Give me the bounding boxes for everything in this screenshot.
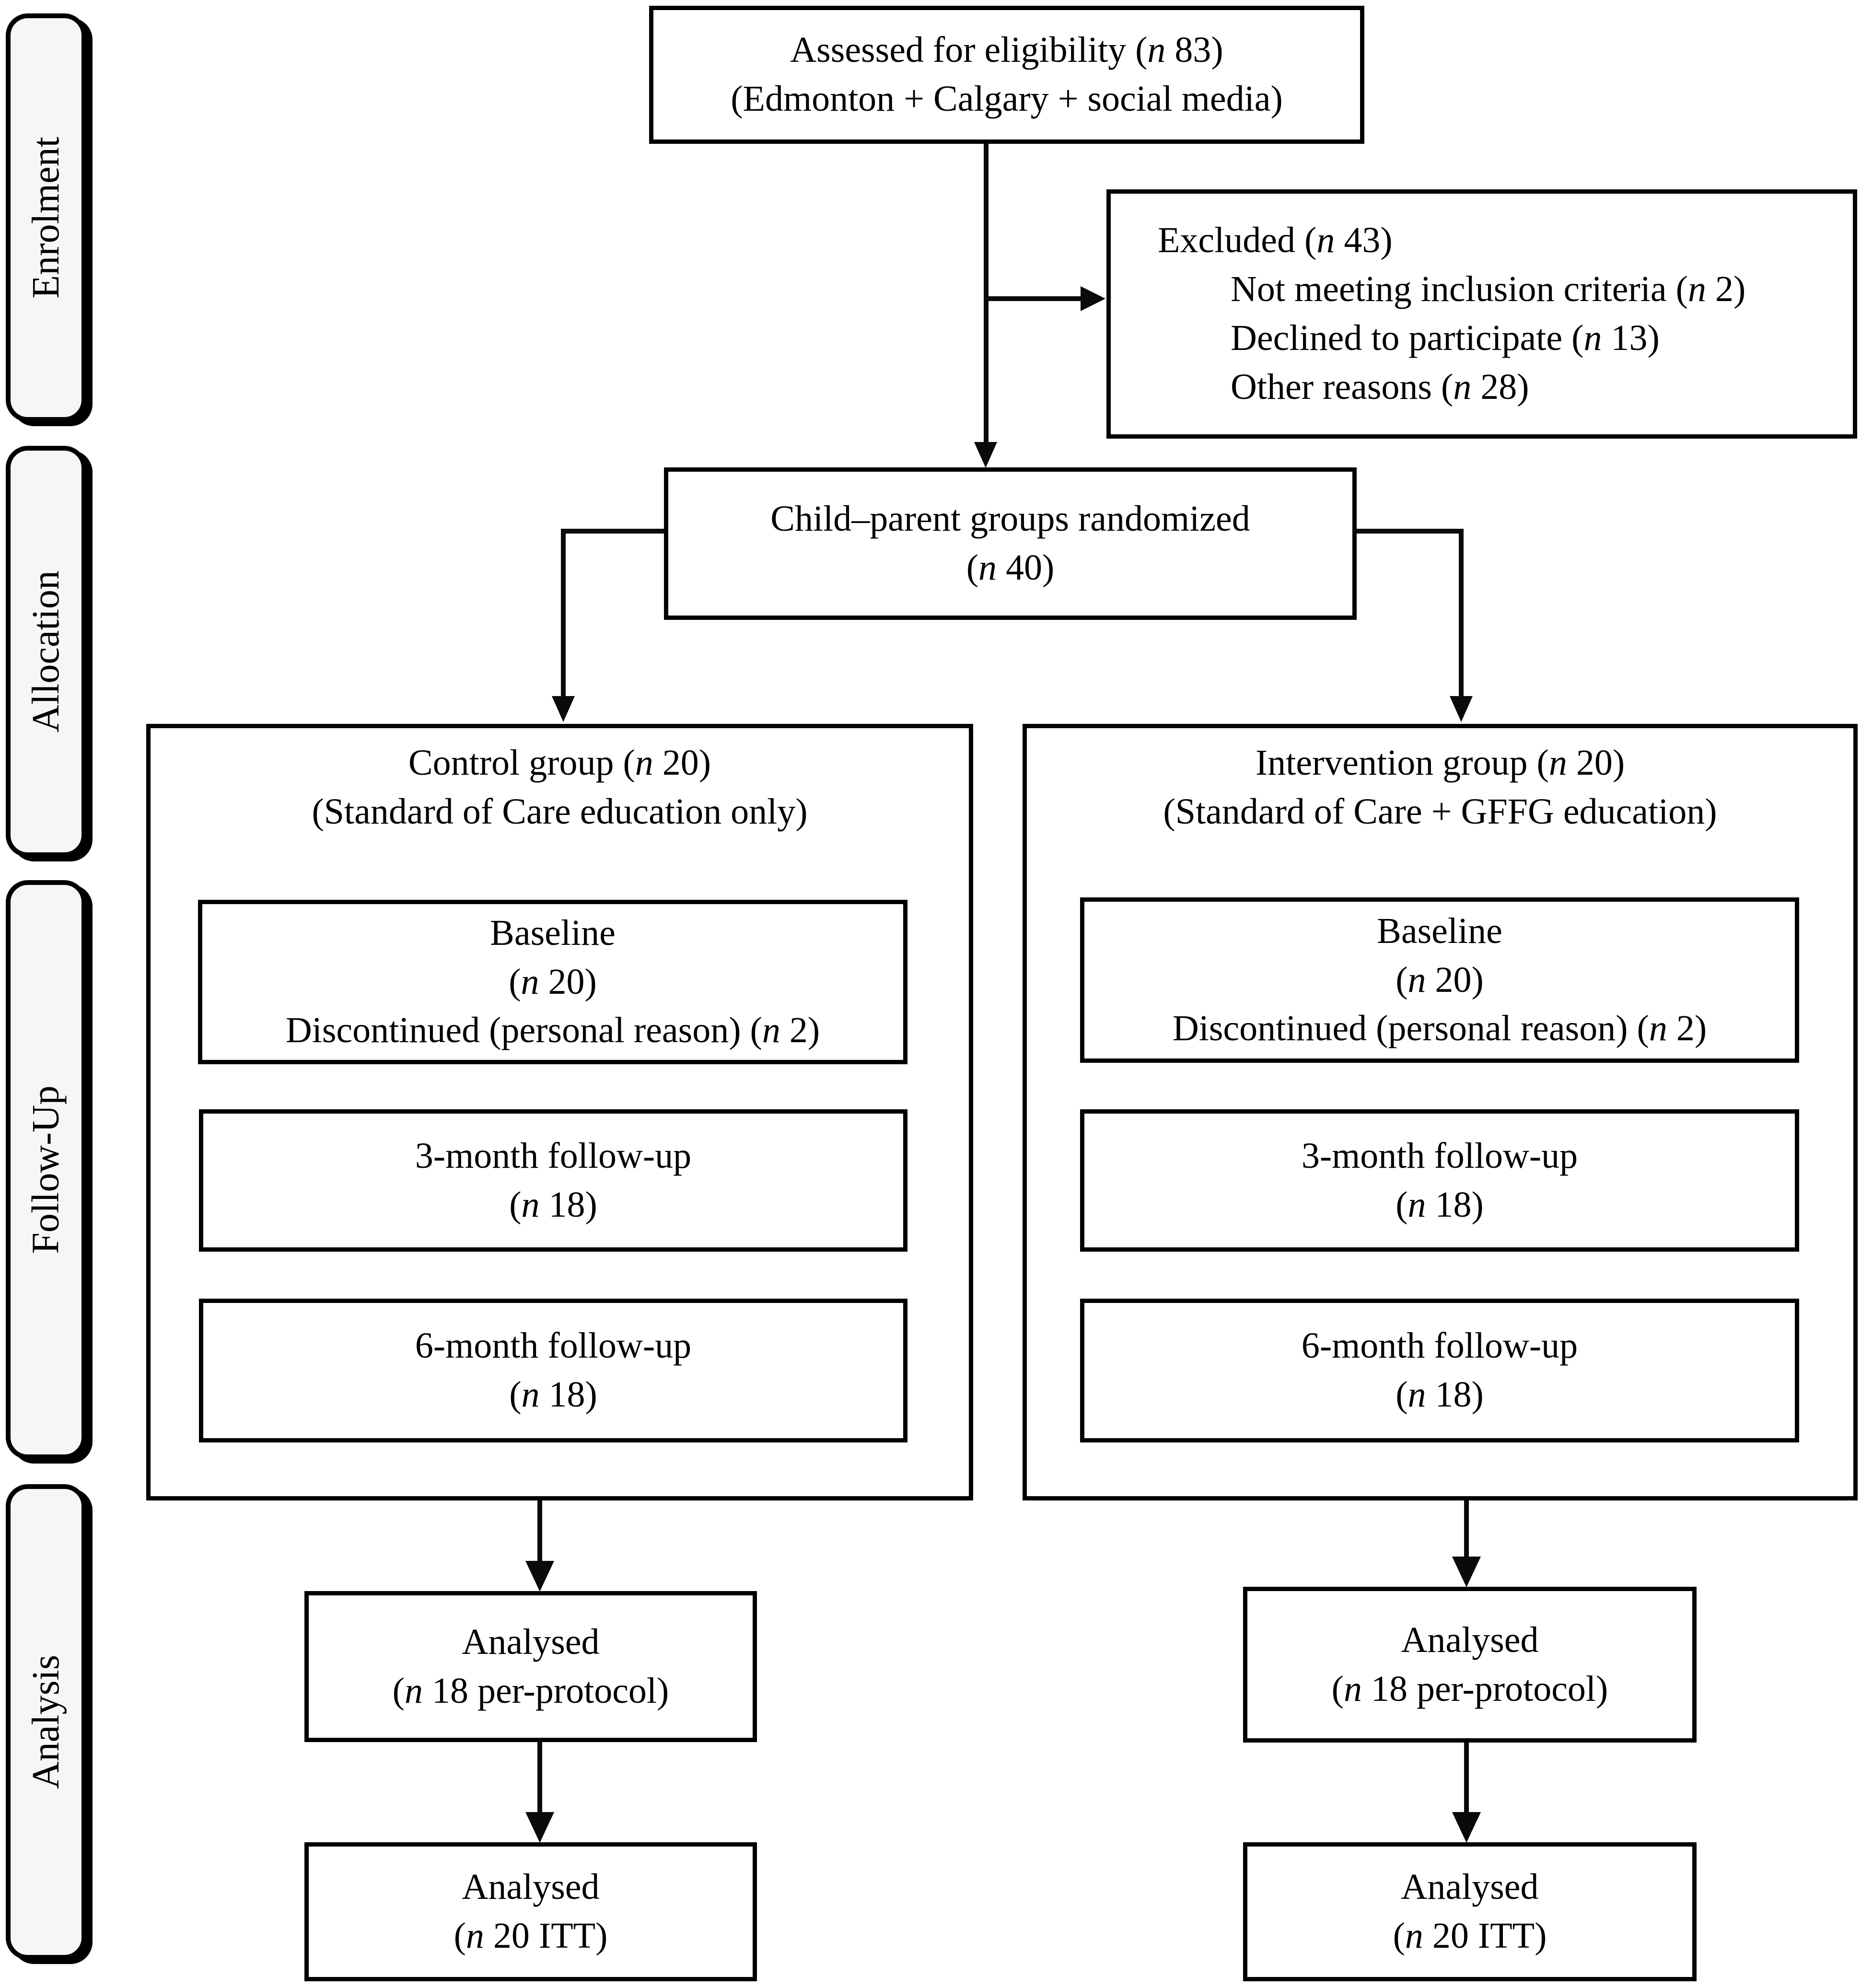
- arrow-intervention-to-analysed-line: [1464, 1500, 1469, 1559]
- intervention-group-title: Intervention group (n 20) (Standard of Ca…: [1027, 739, 1853, 837]
- arrow-randomized-to-intervention-vline: [1459, 529, 1464, 697]
- assessed-box: Assessed for eligibility (n 83) (Edmonton…: [649, 6, 1364, 144]
- text-line: Discontinued (personal reason) (n 2): [285, 1010, 820, 1051]
- text-line: Analysed: [1401, 1867, 1539, 1907]
- stage-follow-up-label: Follow-Up: [25, 1085, 68, 1254]
- text-line: Analysed: [462, 1621, 600, 1662]
- text-line: (n 20): [509, 961, 597, 1002]
- text-line: (n 18 per-protocol): [392, 1670, 669, 1711]
- control-baseline-box: Baseline (n 20) Discontinued (personal rea…: [198, 900, 907, 1064]
- stage-enrolment: Enrolment: [6, 13, 86, 422]
- text-line: Other reasons (n 28): [1231, 366, 1529, 407]
- stage-analysis-label: Analysis: [25, 1655, 67, 1789]
- text-line: (n 18): [509, 1374, 597, 1415]
- control-analysed-pp-box: Analysed (n 18 per-protocol): [304, 1591, 757, 1742]
- text-line: Not meeting inclusion criteria (n 2): [1231, 269, 1746, 310]
- control-analysed-itt-box: Analysed (n 20 ITT): [304, 1842, 757, 1981]
- arrow-intervention-to-analysed-head: [1452, 1557, 1481, 1587]
- stage-allocation: Allocation: [6, 446, 86, 857]
- text-line: (n 20 ITT): [1393, 1916, 1547, 1956]
- arrow-randomized-to-control-head: [552, 696, 575, 722]
- arrow-control-analysed-to-itt-line: [537, 1742, 542, 1814]
- arrow-control-to-analysed-head: [525, 1561, 554, 1592]
- control-group-title: Control group (n 20) (Standard of Care ed…: [151, 739, 969, 837]
- text-line: (Standard of Care + GFFG education): [1163, 791, 1717, 832]
- text-line: 3-month follow-up: [1301, 1135, 1578, 1176]
- text-line: Control group (n 20): [408, 743, 711, 783]
- arrow-assessed-to-randomized-head: [974, 442, 997, 468]
- text-line: 6-month follow-up: [415, 1325, 692, 1366]
- randomized-box: Child–parent groups randomized (n 40): [664, 467, 1357, 620]
- text-line: Baseline: [490, 912, 616, 953]
- stage-analysis: Analysis: [6, 1484, 86, 1960]
- stage-allocation-label: Allocation: [25, 570, 68, 732]
- text-line: (n 18): [509, 1184, 597, 1225]
- text-line: 3-month follow-up: [415, 1135, 692, 1176]
- intervention-6-month-box: 6-month follow-up (n 18): [1080, 1299, 1799, 1442]
- text-line: Baseline: [1377, 910, 1502, 951]
- arrow-intervention-analysed-to-itt-line: [1464, 1743, 1469, 1814]
- text-line: Analysed: [1401, 1619, 1539, 1660]
- arrow-intervention-analysed-to-itt-head: [1452, 1812, 1481, 1843]
- arrow-randomized-to-intervention-head: [1450, 696, 1473, 722]
- intervention-analysed-pp-box: Analysed (n 18 per-protocol): [1243, 1587, 1697, 1743]
- intervention-baseline-box: Baseline (n 20) Discontinued (personal rea…: [1080, 897, 1799, 1063]
- control-group-box: Control group (n 20) (Standard of Care ed…: [146, 724, 973, 1500]
- stage-enrolment-label: Enrolment: [25, 137, 68, 299]
- arrow-assessed-to-randomized-line: [984, 144, 989, 445]
- arrow-randomized-to-intervention-hline: [1354, 529, 1464, 534]
- text-line: (n 18): [1396, 1184, 1484, 1225]
- arrow-randomized-to-control-hline: [561, 529, 664, 534]
- text-line: Discontinued (personal reason) (n 2): [1172, 1008, 1707, 1049]
- arrow-control-to-analysed-line: [537, 1500, 542, 1564]
- text-line: Excluded (n 43): [1158, 220, 1393, 261]
- text-line: Intervention group (n 20): [1255, 743, 1625, 783]
- intervention-3-month-box: 3-month follow-up (n 18): [1080, 1109, 1799, 1252]
- control-6-month-box: 6-month follow-up (n 18): [199, 1299, 907, 1442]
- intervention-analysed-itt-box: Analysed (n 20 ITT): [1243, 1842, 1697, 1981]
- text-line: Child–parent groups randomized: [770, 499, 1250, 539]
- text-line: (Standard of Care education only): [312, 791, 808, 832]
- text-line: (n 18): [1396, 1374, 1484, 1415]
- arrow-to-excluded-head: [1081, 286, 1105, 311]
- text-line: (n 18 per-protocol): [1331, 1668, 1608, 1709]
- arrow-control-analysed-to-itt-head: [525, 1812, 554, 1843]
- text-line: 6-month follow-up: [1301, 1325, 1578, 1366]
- arrow-randomized-to-control-vline: [561, 529, 566, 697]
- text-line: (Edmonton + Calgary + social media): [731, 79, 1283, 119]
- excluded-box: Excluded (n 43) Not meeting inclusion cri…: [1106, 189, 1857, 439]
- stage-follow-up: Follow-Up: [6, 880, 86, 1459]
- text-line: Assessed for eligibility (n 83): [790, 30, 1223, 70]
- intervention-group-box: Intervention group (n 20) (Standard of Ca…: [1023, 724, 1858, 1500]
- text-line: (n 20): [1396, 959, 1484, 1000]
- text-line: Declined to participate (n 13): [1231, 318, 1660, 358]
- text-line: (n 40): [966, 547, 1055, 588]
- text-line: Analysed: [462, 1867, 600, 1907]
- text-line: (n 20 ITT): [454, 1916, 608, 1956]
- arrow-to-excluded-line: [989, 296, 1082, 301]
- control-3-month-box: 3-month follow-up (n 18): [199, 1109, 907, 1252]
